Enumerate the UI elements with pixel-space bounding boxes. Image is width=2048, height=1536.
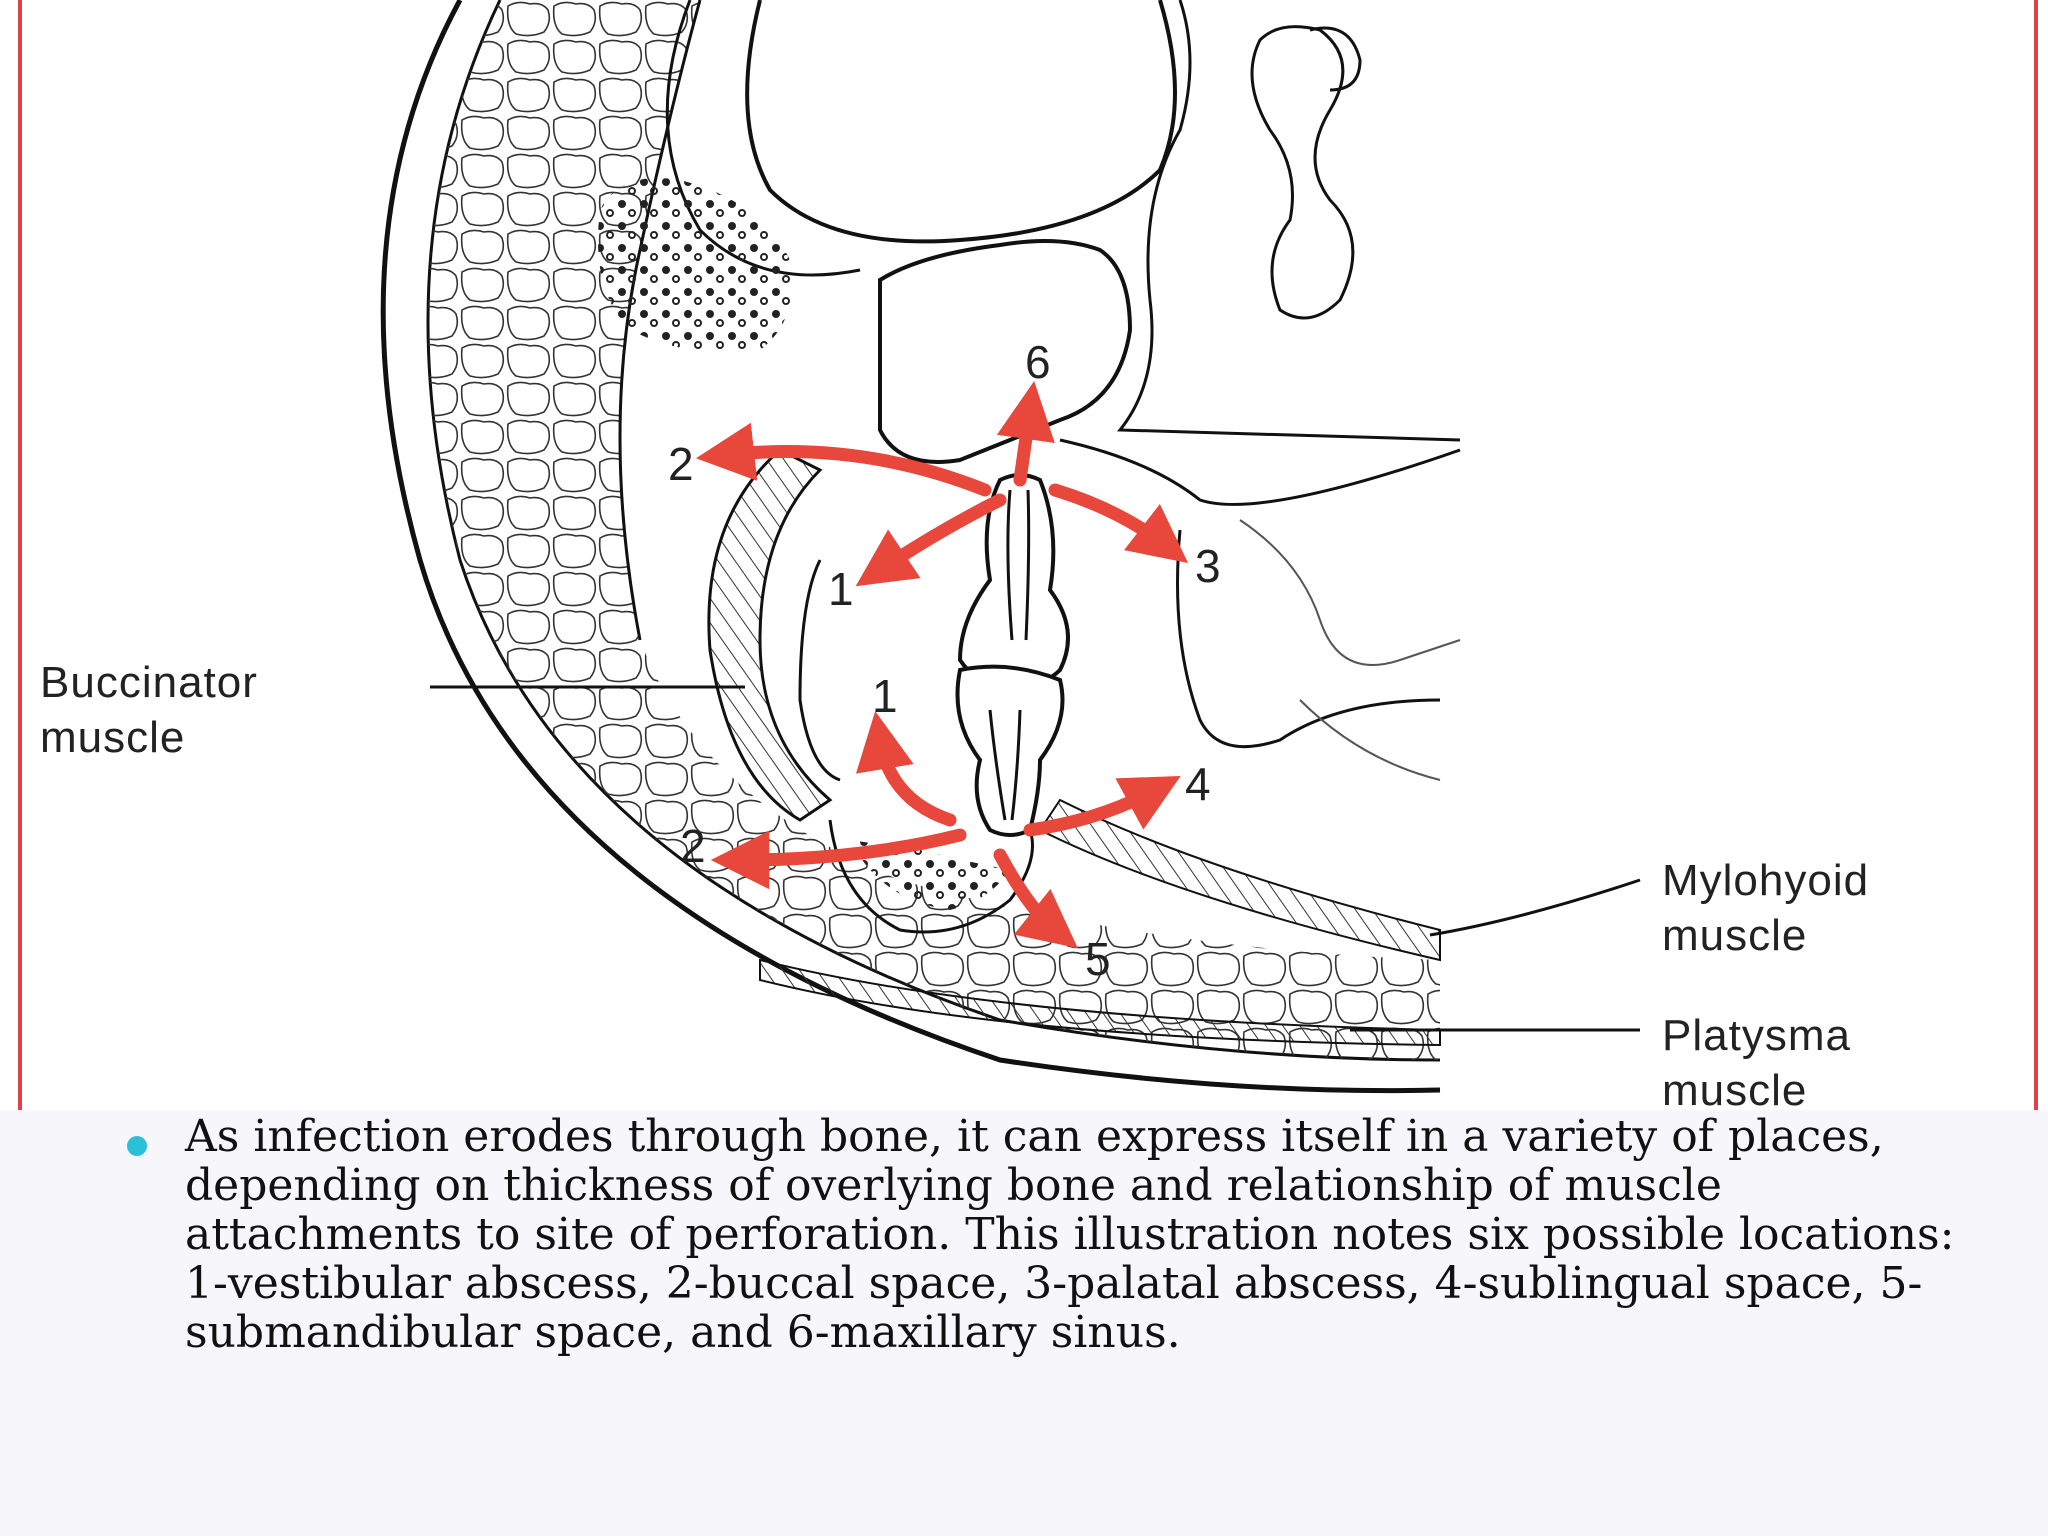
arrow-6 bbox=[996, 381, 1055, 487]
arrow-2-upper bbox=[695, 422, 992, 497]
platysma-muscle-shape bbox=[759, 958, 1441, 1047]
mylohyoid-label-line2: muscle bbox=[1662, 911, 1807, 960]
arrow-2-lower bbox=[710, 828, 967, 890]
mylohyoid-leader-line bbox=[1429, 878, 1641, 937]
mylohyoid-label-line1: Mylohyoid bbox=[1662, 856, 1869, 905]
facial-soft-tissue bbox=[380, 0, 1441, 1094]
arrow-number-1-lower: 1 bbox=[872, 670, 898, 722]
arrow-number-2-lower: 2 bbox=[680, 820, 706, 872]
arrow-number-3: 3 bbox=[1195, 540, 1221, 592]
arrow-number-6: 6 bbox=[1025, 336, 1051, 388]
anatomy-diagram: 6 2 1 3 1 4 2 5 Buccinator muscle Mylohy… bbox=[40, 0, 1869, 1110]
caption-text: As infection erodes through bone, it can… bbox=[185, 1111, 1955, 1358]
maxillary-sinus bbox=[665, 0, 1177, 464]
platysma-label-line2: muscle bbox=[1662, 1066, 1807, 1110]
arrow-3 bbox=[1048, 483, 1189, 563]
arrow-1-upper bbox=[855, 493, 1007, 587]
lower-tooth-and-mandible bbox=[798, 559, 1065, 934]
palate-and-tongue bbox=[1059, 438, 1461, 781]
arrow-4 bbox=[1023, 775, 1181, 837]
arrow-1-lower bbox=[855, 711, 957, 827]
arrow-number-5: 5 bbox=[1085, 933, 1111, 985]
nasal-turbinates bbox=[1116, 0, 1461, 442]
buccinator-label-line1: Buccinator bbox=[40, 658, 258, 707]
arrow-number-1-upper: 1 bbox=[828, 563, 854, 615]
platysma-label-line1: Platysma bbox=[1662, 1011, 1851, 1060]
spread-arrows bbox=[695, 381, 1189, 949]
arrow-5 bbox=[993, 848, 1078, 949]
maxilla-cancellous-bone bbox=[598, 178, 792, 353]
bullet-point bbox=[127, 1136, 147, 1156]
arrow-number-4: 4 bbox=[1185, 758, 1211, 810]
figure-panel: 6 2 1 3 1 4 2 5 Buccinator muscle Mylohy… bbox=[18, 0, 2038, 1110]
arrow-number-2-upper: 2 bbox=[668, 438, 694, 490]
buccinator-label-line2: muscle bbox=[40, 713, 185, 762]
buccinator-muscle-shape bbox=[707, 448, 833, 822]
mylohyoid-muscle-shape bbox=[1038, 798, 1441, 962]
